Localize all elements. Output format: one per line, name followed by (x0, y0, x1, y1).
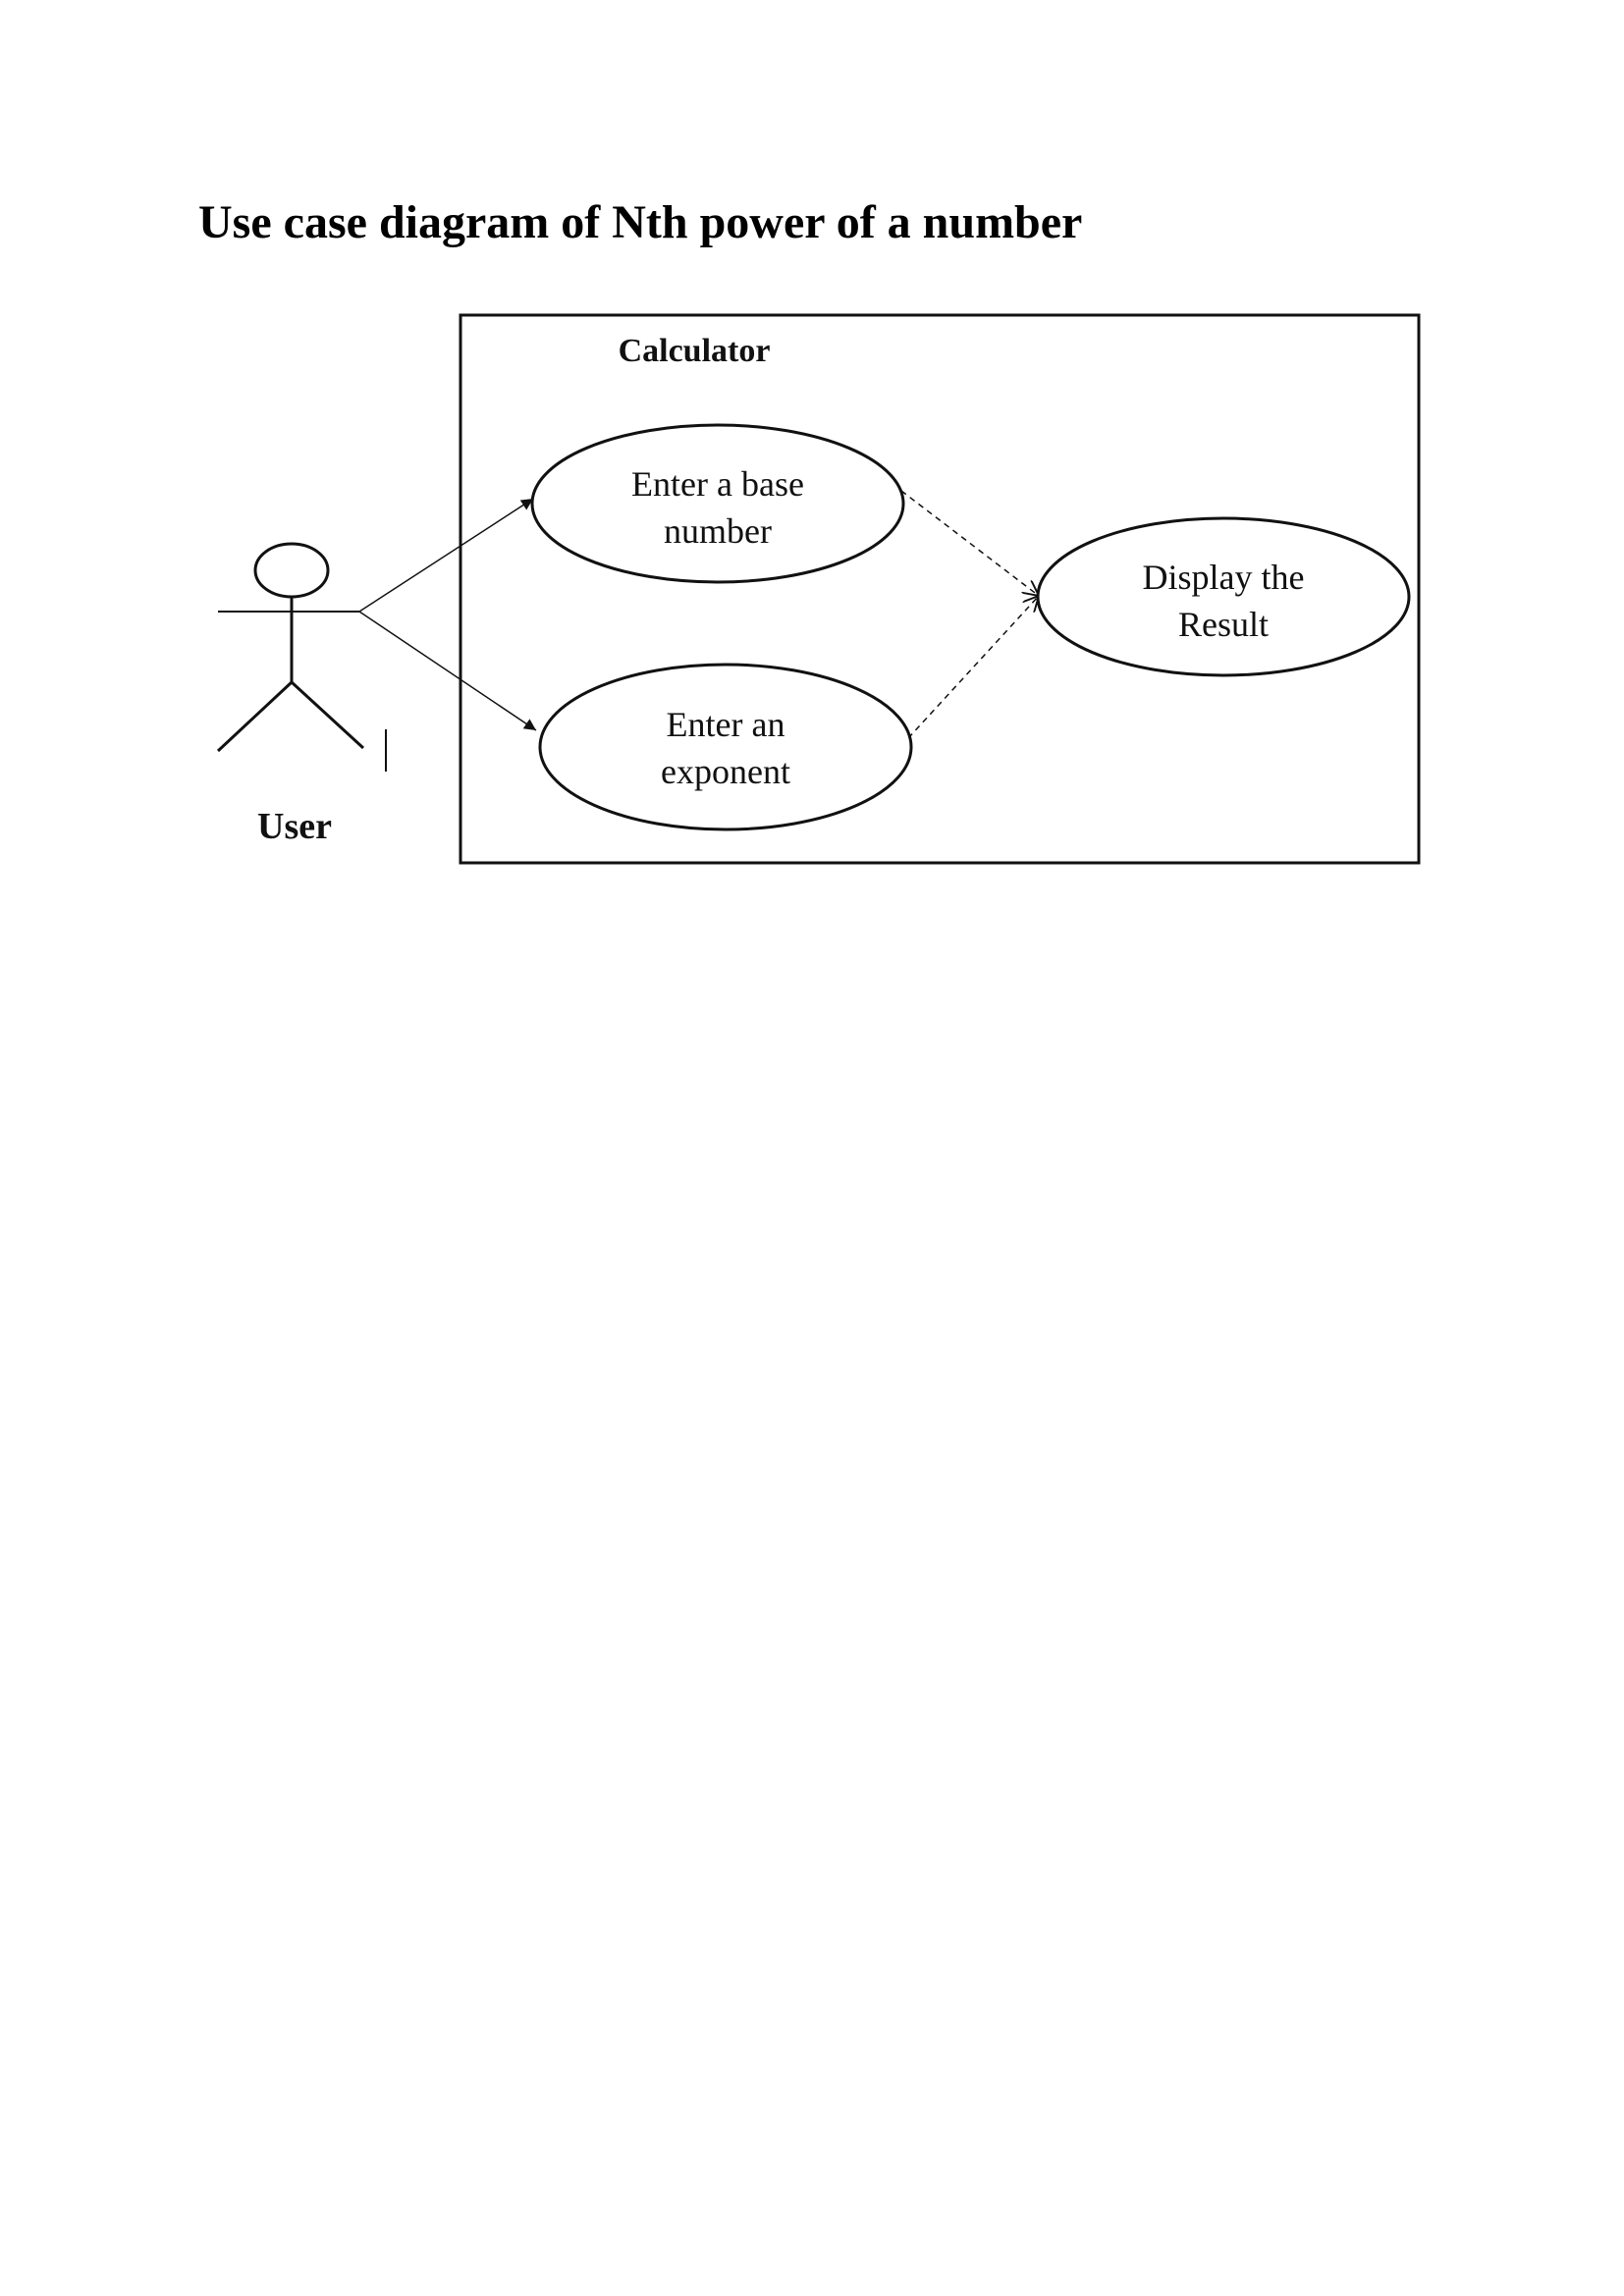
system-boundary-label: Calculator (619, 333, 771, 369)
page-title: Use case diagram of Nth power of a numbe… (198, 196, 1083, 248)
actor-right-leg (290, 680, 365, 750)
use-case-result-line2: Result (1178, 605, 1269, 644)
use-case-exponent-line2: exponent (661, 752, 790, 791)
actor-label: User (257, 806, 332, 847)
use-case-result-line1: Display the (1143, 558, 1305, 597)
dependency-arrow-exponent-to-result (907, 596, 1039, 739)
association-arrow-base-number (358, 498, 534, 613)
use-case-enter-exponent: Enter an exponent (538, 663, 913, 831)
dependency-arrow-base-to-result (900, 490, 1039, 596)
actor-left-leg (216, 680, 294, 753)
actor-head (253, 542, 330, 599)
use-case-enter-base-number: Enter a base number (530, 423, 905, 584)
use-case-exponent-line1: Enter an (667, 705, 785, 744)
use-case-base-line2: number (664, 511, 772, 551)
association-arrow-exponent (358, 611, 537, 731)
use-case-base-line1: Enter a base (631, 464, 804, 504)
system-boundary (459, 313, 1421, 865)
use-case-display-result: Display the Result (1036, 516, 1411, 677)
actor-user (216, 542, 387, 772)
